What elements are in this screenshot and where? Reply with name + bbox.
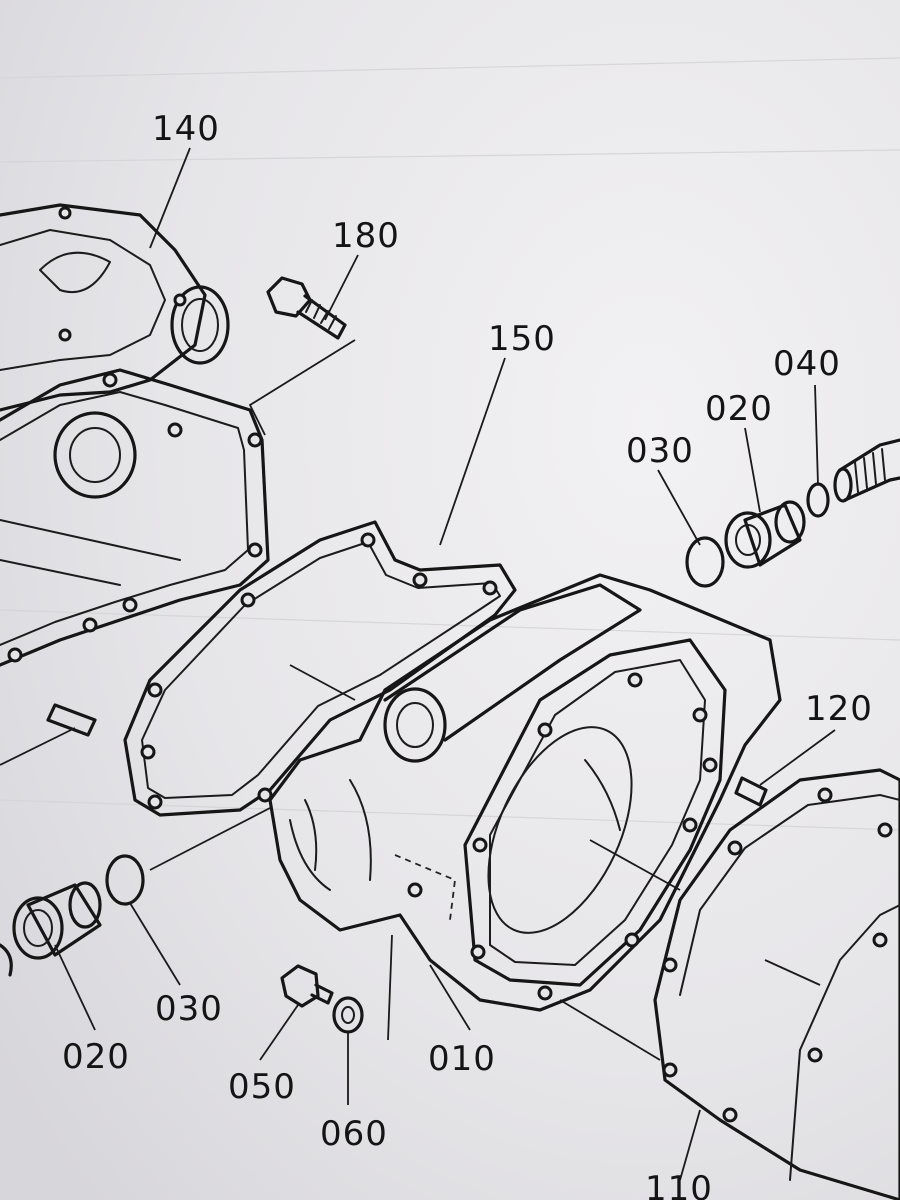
label-030-lower: 030 bbox=[155, 989, 223, 1029]
part-040-ring-lower-partial bbox=[0, 943, 13, 977]
label-140: 140 bbox=[152, 109, 220, 149]
label-040-upper: 040 bbox=[773, 344, 841, 384]
label-010: 010 bbox=[428, 1039, 496, 1079]
part-020-bushing-upper bbox=[724, 500, 806, 569]
part-150-gasket bbox=[123, 520, 517, 817]
leader-lines bbox=[0, 147, 836, 1181]
part-050-bolt bbox=[280, 964, 334, 1008]
shaft-upper-right bbox=[833, 438, 900, 503]
label-180: 180 bbox=[332, 216, 400, 256]
part-180-bolt bbox=[266, 276, 347, 340]
dowel-pin-left bbox=[46, 703, 97, 737]
part-labels: 140 180 150 030 020 040 120 030 020 050 … bbox=[62, 109, 873, 1200]
part-020-bushing-lower bbox=[12, 881, 102, 960]
label-110: 110 bbox=[645, 1169, 713, 1200]
label-050: 050 bbox=[228, 1067, 296, 1107]
label-120: 120 bbox=[805, 689, 873, 729]
label-020-upper: 020 bbox=[705, 389, 773, 429]
label-030-upper: 030 bbox=[626, 431, 694, 471]
label-150: 150 bbox=[488, 319, 556, 359]
part-010-case bbox=[268, 573, 782, 1012]
label-020-lower: 020 bbox=[62, 1037, 130, 1077]
part-110-cover bbox=[653, 768, 900, 1200]
part-030-oring-upper bbox=[685, 536, 725, 588]
part-120-pin bbox=[734, 776, 768, 807]
label-060: 060 bbox=[320, 1114, 388, 1154]
part-030-oring-lower bbox=[105, 854, 145, 906]
part-140-housing bbox=[0, 203, 270, 667]
